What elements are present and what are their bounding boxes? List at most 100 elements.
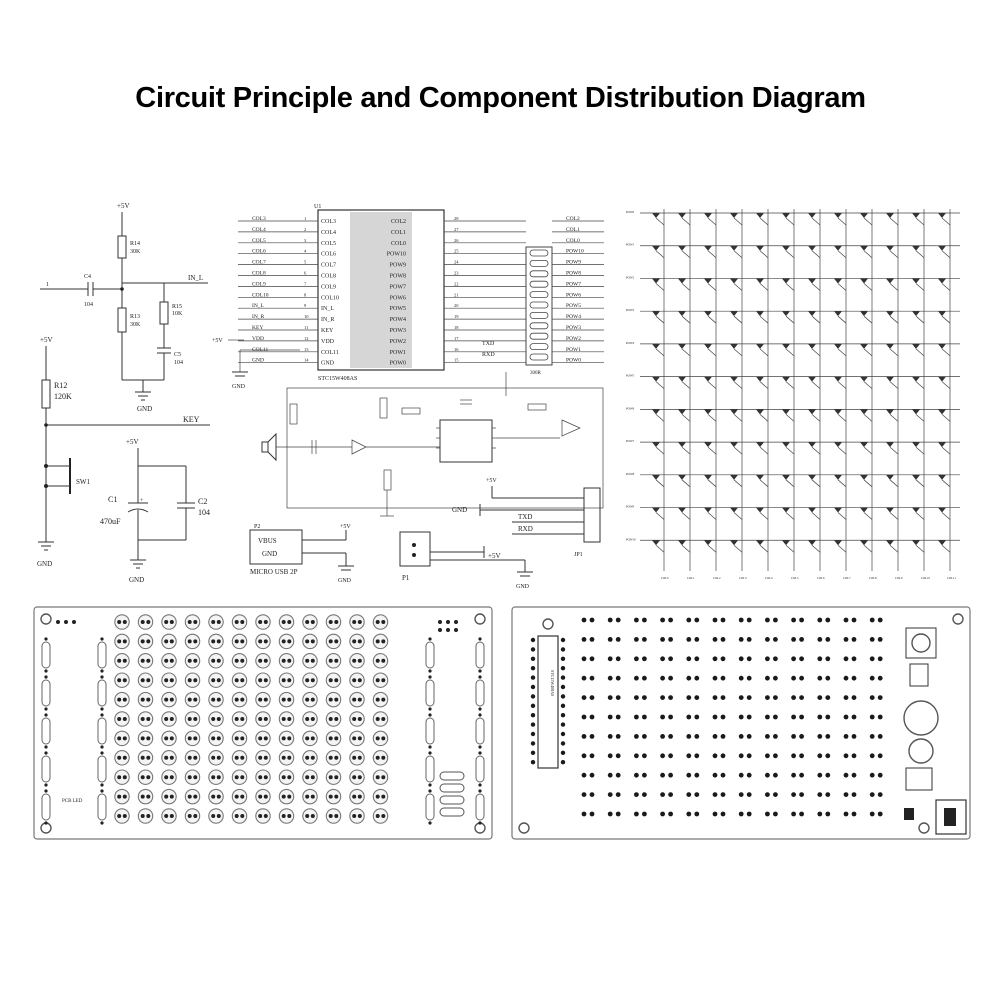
back-pad [712,792,718,797]
led-symbol [652,245,660,251]
pcb-led-footprint [372,808,389,824]
r13-label: R13 [130,314,140,320]
pcb-led-footprint [161,672,177,688]
pcb-led-footprint [184,808,201,824]
svg-text:19: 19 [454,314,459,319]
mcu-left-net-label: COL10 [252,292,269,298]
back-pad [712,714,718,720]
back-pad [791,714,796,720]
c1-value: 470uF [100,517,121,526]
pcb-resistor [425,717,435,745]
back-pad [765,772,770,778]
back-pad-grid [530,617,883,817]
back-pad [712,772,718,778]
back-pad [581,753,587,759]
back-pad [765,637,770,642]
back-pad [738,617,744,623]
led-symbol [704,213,712,218]
back-pad [660,637,665,642]
back-pad [765,734,770,739]
svg-text:2: 2 [304,227,306,232]
back-pad [817,792,823,797]
back-pad [765,792,770,797]
back-pad [817,811,823,817]
back-pad [712,734,718,739]
back-pad [791,772,796,778]
pcb-led-footprint [278,614,295,630]
led-symbol [860,311,868,317]
led-symbol [860,213,868,218]
led-symbol [782,376,790,382]
svg-text:15: 15 [454,358,459,363]
pcb-led-footprint [255,750,271,766]
pcb-led-footprint [349,808,365,824]
pcb-led-footprint [137,750,154,766]
back-pad [581,792,587,797]
mcu-right-net-label: COL0 [566,238,580,244]
pcb-led-footprint [114,633,130,650]
amp-ic [439,419,493,463]
mcu-right-net-label: POW2 [566,336,581,342]
pcb-led-footprint [302,730,318,747]
mcu-left-pin-label: COL3 [321,219,336,225]
led-symbol [782,442,790,448]
cap-vcc-label: +5V [126,438,139,446]
pcb-led-footprint [278,788,295,805]
pcb-led-footprint [137,691,154,708]
led-symbol [886,474,894,480]
pcb-led-footprint [184,653,201,669]
svg-text:27: 27 [454,227,459,232]
back-pad [686,637,692,642]
svg-text:COL4: COL4 [765,576,773,580]
led-symbol [678,311,686,317]
pcb-led-footprint [208,730,224,747]
mcu-left-net-label: VDD [252,336,264,342]
svg-text:12: 12 [304,336,309,341]
led-symbol [652,213,660,218]
led-symbol [834,278,842,284]
back-pad [869,753,875,759]
mcu-txd-label: TXD [482,341,495,347]
pcb-led-footprint [372,769,389,785]
svg-text:3: 3 [304,238,307,243]
led-symbol [782,409,790,415]
pcb-resistor [97,793,107,821]
led-symbol [730,507,738,513]
svg-text:POW4: POW4 [626,341,635,345]
jp1-ref-label: JP1 [574,552,583,558]
back-pad [791,637,796,642]
led-symbol [808,540,816,546]
back-pad [869,734,875,739]
pcb-led-footprint [161,788,177,805]
led-symbol [912,474,920,480]
svg-text:POW8: POW8 [626,472,635,476]
p1-ref-label: P1 [402,574,410,582]
back-pad [765,811,770,817]
mcu-right-net-label: POW10 [566,249,584,255]
back-pad [686,617,692,623]
pcb-led-footprint [255,730,271,747]
led-symbol [652,540,660,546]
pcb-led-footprint [231,788,248,805]
svg-text:1: 1 [304,216,306,221]
led-symbol [834,442,842,448]
led-symbol [756,507,764,513]
pcb-led-footprint [302,633,318,650]
pcb-led-footprint [137,808,154,824]
mcu-right-net-label: POW4 [566,314,581,320]
svg-text:POW3: POW3 [626,308,635,312]
mcu-right-net-label: POW1 [566,347,581,353]
pcb-led-footprint [231,672,248,688]
pcb-back-board [511,606,971,840]
back-pad [765,695,770,700]
led-symbol [782,540,790,546]
pcb-led-footprint [184,691,201,708]
led-symbol [652,376,660,382]
back-pad [738,734,744,739]
back-pad [607,734,613,739]
mcu-right-pin-label: POW9 [390,263,406,269]
mcu-right-net-label: POW5 [566,303,581,309]
back-pad [660,772,665,778]
front-led-grid [114,614,389,824]
pcb-back: STC15W408AS [511,606,971,840]
